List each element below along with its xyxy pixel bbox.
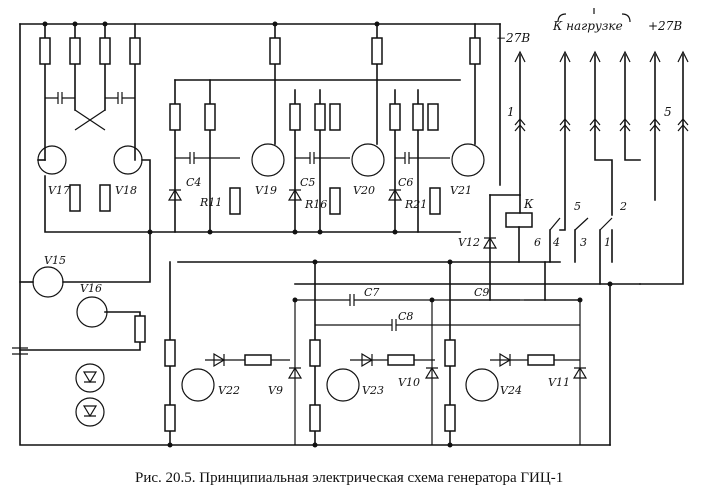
stage-v19 xyxy=(167,23,461,233)
power-rails xyxy=(19,23,641,446)
label-plus27: +27В xyxy=(648,19,682,33)
component-labels: V15 V16 V17 V18 V19 V20 V21 V22 V23 V24 … xyxy=(44,176,570,397)
stage-v21 xyxy=(387,23,485,233)
label-r11: R11 xyxy=(199,196,222,209)
figure-caption: Рис. 20.5. Принципиальная электрическая … xyxy=(135,470,564,486)
label-relay-2: 2 xyxy=(619,200,627,213)
label-v19: V19 xyxy=(255,184,277,197)
label-v18: V18 xyxy=(115,184,137,197)
label-v24: V24 xyxy=(500,384,522,397)
label-relay-1: 1 xyxy=(604,236,611,249)
label-v17: V17 xyxy=(48,184,70,197)
label-c7: C7 xyxy=(364,286,379,299)
multivibrator xyxy=(37,23,151,233)
label-pin1: 1 xyxy=(507,105,515,119)
label-v16: V16 xyxy=(80,282,102,295)
generator-schematic: V15 V16 V17 V18 V19 V20 V21 V22 V23 V24 … xyxy=(12,8,689,448)
label-v10: V10 xyxy=(398,376,420,389)
label-c4: C4 xyxy=(186,176,201,189)
label-v21: V21 xyxy=(450,184,472,197)
terminal-labels: −27В К нагрузке +27В 1 5 xyxy=(496,19,682,119)
label-v9: V9 xyxy=(268,384,283,397)
junction-dots xyxy=(42,21,613,448)
label-v20: V20 xyxy=(353,184,375,197)
label-r16: R16 xyxy=(304,198,327,211)
label-relay-k: К xyxy=(523,197,534,211)
relay-output xyxy=(482,8,689,301)
label-relay-3: 3 xyxy=(580,236,587,249)
label-c5: C5 xyxy=(300,176,315,189)
label-minus27: −27В xyxy=(496,31,530,45)
label-r21: R21 xyxy=(404,198,427,211)
label-c9: C9 xyxy=(474,286,489,299)
label-relay-4: 4 xyxy=(552,236,560,249)
label-c6: C6 xyxy=(398,176,413,189)
label-load: К нагрузке xyxy=(552,19,623,33)
relay-labels: К 1 2 3 4 5 6 xyxy=(523,197,627,249)
label-relay-5: 5 xyxy=(574,200,581,213)
label-v12: V12 xyxy=(458,236,480,249)
label-v15: V15 xyxy=(44,254,66,267)
label-v22: V22 xyxy=(218,384,240,397)
label-pin5: 5 xyxy=(664,105,672,119)
label-relay-6: 6 xyxy=(534,236,541,249)
stage-v20 xyxy=(287,23,385,233)
label-c8: C8 xyxy=(398,310,413,323)
label-v11: V11 xyxy=(548,376,570,389)
label-v23: V23 xyxy=(362,384,384,397)
stabilizer xyxy=(12,231,151,427)
output-stages xyxy=(164,261,588,446)
